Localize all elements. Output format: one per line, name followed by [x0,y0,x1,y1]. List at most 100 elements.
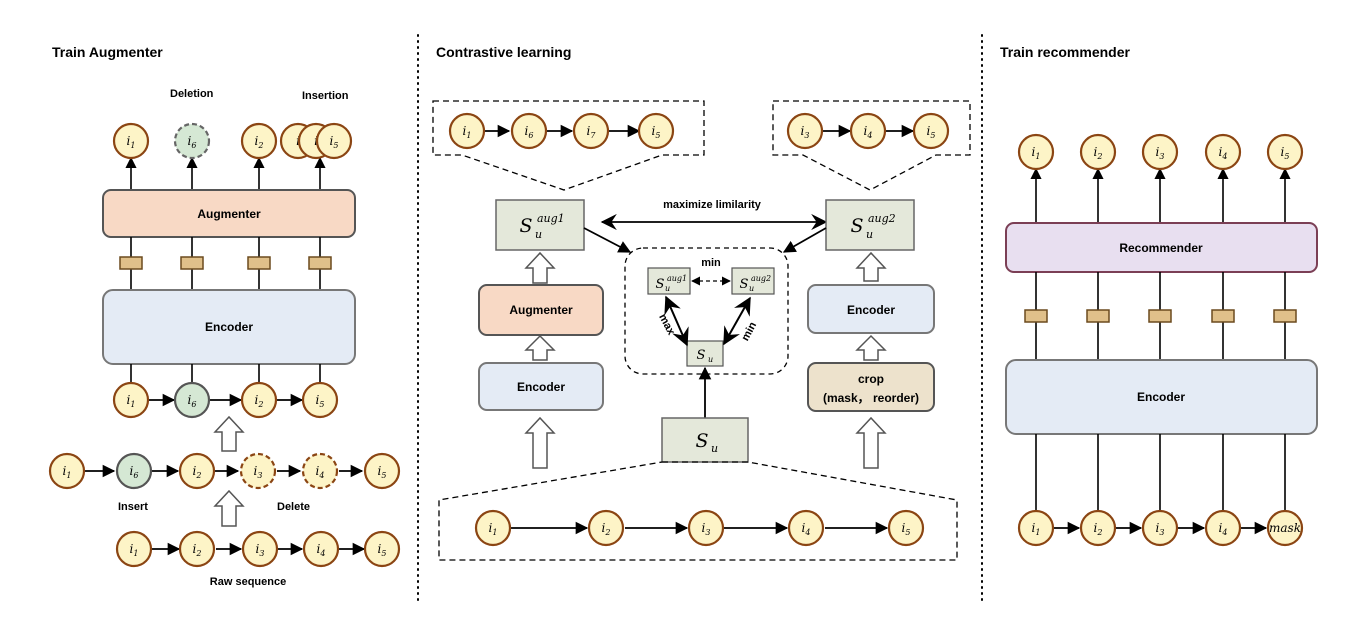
hollow-up-arrow-mid-left-3 [524,416,556,469]
item-node: i3 [786,112,824,150]
hollow-up-arrow-left-1 [213,415,245,452]
item-node: i5 [363,452,401,490]
left-connectors [130,237,321,290]
item-node-label: i1 [1032,521,1041,537]
item-node-label: i3 [801,124,810,140]
maximize-similarity-label: maximize limilarity [663,199,762,211]
item-node: i4 [849,112,887,150]
item-node-label: i2 [1094,145,1103,161]
item-node: i6 [173,381,211,419]
mid-encoder-left-label: Encoder [517,380,565,394]
aug1-to-region-arrow [583,227,632,253]
s-aug2-box [825,199,915,251]
aug2-callout [772,100,971,191]
small-s-aug1-sub: u [665,284,670,293]
s-aug2-sup: aug2 [868,212,896,225]
small-s-aug2-box [731,267,775,295]
right-encoder-links [1035,434,1286,511]
item-node: i1 [115,530,153,568]
min-side-arrow [723,296,751,346]
mid-augmenter-label: Augmenter [509,303,573,317]
item-node-label: i5 [1281,145,1290,161]
item-node-label: i4 [802,521,811,537]
aug1-callout [432,100,705,191]
su-label: S [695,430,708,452]
hollow-up-arrow-left-2 [213,489,245,527]
s-aug1-label: S [519,215,532,237]
item-node: i5 [315,122,353,160]
left-top-nodes: i1i6i2iii5 [112,122,353,160]
item-node: i6 [173,122,211,160]
item-node: i1 [48,452,86,490]
left-edit-nodes: i1 i6 i2 i3 i4 i5 [48,452,401,490]
item-node: i2 [240,122,278,160]
item-node: i2 [240,381,278,419]
crop-label-line1: crop [858,372,884,386]
mid-encoder-right-label: Encoder [847,303,895,317]
item-node: i2 [178,452,216,490]
item-node-label: i1 [127,134,136,150]
right-embedding-blocks [1024,309,1297,323]
max-arrow [664,295,689,347]
hollow-up-arrow-mid-right-1 [855,251,887,282]
right-encoder-box [1005,359,1318,435]
augmenter-output-arrows [125,156,326,190]
s-aug2-sub: u [866,228,873,241]
item-node: i4 [302,530,340,568]
delete-label: Delete [277,501,310,513]
hollow-up-arrow-mid-right-2 [855,334,887,361]
min-top-label: min [701,257,721,269]
item-node-label: i5 [927,124,936,140]
small-s-aug1-box [647,267,691,295]
item-node: i3 [239,452,277,490]
item-node-label: i1 [127,393,136,409]
hollow-up-arrow-mid-left-1 [524,251,556,284]
item-node-label: i1 [63,464,72,480]
crop-label-line2: (mask， reorder) [823,391,919,405]
s-aug1-sub: u [535,228,542,241]
item-node-label: i3 [254,464,263,480]
item-node: i1 [112,381,150,419]
item-node-label: i5 [330,134,339,150]
s-aug2-label: S [850,215,863,237]
item-node-label: i2 [1094,521,1103,537]
item-node: i5 [363,530,401,568]
item-node-label: i5 [378,542,387,558]
item-node-label: i4 [317,542,326,558]
item-node: i1 [1017,509,1055,547]
deletion-label: Deletion [170,88,214,100]
item-node-label: i3 [702,521,711,537]
item-node-label: i4 [1219,145,1228,161]
item-node-label: i3 [256,542,265,558]
item-node: i1 [1017,133,1055,171]
s-aug1-box [495,199,585,251]
left-embedding-blocks [119,256,332,270]
recommender-box [1005,222,1318,273]
small-s-aug2-sub: u [749,284,754,293]
item-node: i3 [1141,509,1179,547]
min-side-label: min [739,320,759,343]
item-node: i2 [1079,133,1117,171]
item-node: i4 [301,452,339,490]
mid-augmenter-box [478,284,604,336]
aug2-sequence-nodes: i3 i4 i5 [786,112,950,150]
item-node: i5 [637,112,675,150]
item-node: i6 [510,112,548,150]
aug2-to-region-arrow [782,227,827,253]
item-node-label: i6 [130,464,139,480]
raw-sequence-label: Raw sequence [210,576,286,588]
small-s-aug2-sup: aug2 [751,274,771,283]
right-encoder-label: Encoder [1137,390,1185,404]
item-node-label: i2 [255,393,264,409]
item-node: i3 [687,509,725,547]
item-node-label: i2 [193,464,202,480]
item-node-label: mask [1269,521,1301,535]
item-node: i5 [301,381,339,419]
item-node-label: i4 [316,464,325,480]
item-node: i7 [572,112,610,150]
left-mid-nodes: i1 i6 i2 i5 [112,381,339,419]
item-node-label: i1 [130,542,139,558]
